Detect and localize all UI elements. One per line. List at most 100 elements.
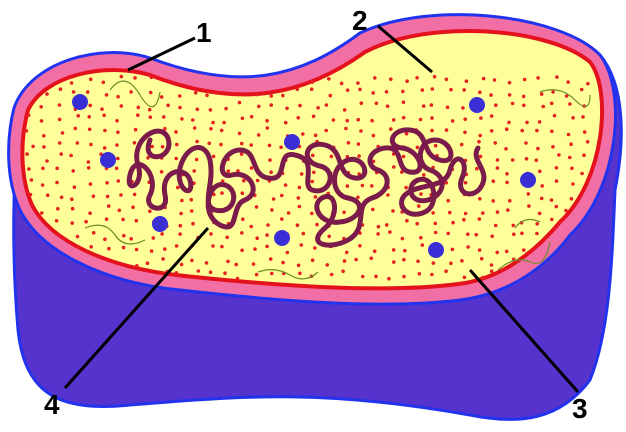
ribosome-dot xyxy=(482,77,486,81)
ribosome-dot xyxy=(451,221,455,225)
ribosome-dot xyxy=(160,95,164,99)
ribosome-dot xyxy=(45,159,49,163)
ribosome-dot xyxy=(284,183,288,187)
ribosome-dot xyxy=(209,108,213,112)
ribosome-dot xyxy=(39,105,43,109)
ribosome-dot xyxy=(570,197,574,201)
ribosome-dot xyxy=(536,76,540,80)
ribosome-dot xyxy=(209,270,213,274)
ribosome-dot xyxy=(493,141,497,145)
ribosome-dot xyxy=(550,130,554,134)
ribosome-dot xyxy=(84,220,88,224)
ribosome-dot xyxy=(137,106,141,110)
ribosome-dot xyxy=(490,114,494,118)
ribosome-dot xyxy=(581,115,585,119)
ribosome-dot xyxy=(160,232,164,236)
ribosome-dot xyxy=(296,223,300,227)
ribosome-dot xyxy=(522,248,526,252)
ribosome-dot xyxy=(272,197,276,201)
ribosome-dot xyxy=(133,141,137,145)
ribosome-dot xyxy=(371,91,375,95)
ribosome-dot xyxy=(220,191,224,195)
ribosome-dot xyxy=(87,115,91,119)
ribosome-dot xyxy=(55,219,59,223)
ribosome-dot xyxy=(445,78,449,82)
ribosome-dot xyxy=(133,76,137,80)
ribosome-dot xyxy=(25,129,29,133)
ribosome-dot xyxy=(416,146,420,150)
ribosome-dot xyxy=(25,152,29,156)
ribosome-dot xyxy=(175,143,179,147)
ribosome-dot xyxy=(402,100,406,104)
ribosome-dot xyxy=(131,205,135,209)
ribosome-dot xyxy=(389,77,393,81)
ribosome-dot xyxy=(550,102,554,106)
ribosome-dot xyxy=(568,102,572,106)
ribosome-dot xyxy=(100,107,104,111)
ribosome-dot xyxy=(494,103,498,107)
ribosome-dot xyxy=(361,184,365,188)
ribosome-dot xyxy=(419,118,423,122)
ribosome-dot xyxy=(175,271,179,275)
ribosome-dot xyxy=(477,140,481,144)
ribosome-dot xyxy=(87,160,91,164)
ribosome-dot xyxy=(285,107,289,111)
ribosome-dot xyxy=(257,133,261,137)
ribosome-dot xyxy=(508,199,512,203)
ribosome-dot xyxy=(195,140,199,144)
ribosome-dot xyxy=(478,248,482,252)
ribosome-dot xyxy=(421,88,425,92)
ribosome-dot xyxy=(225,236,229,240)
ribosome-dot xyxy=(242,179,246,183)
ribosome-dot xyxy=(300,243,304,247)
ribosome-dot xyxy=(120,104,124,108)
ribosome-dot xyxy=(46,194,50,198)
ribosome-dot xyxy=(180,117,184,121)
ribosome-dot xyxy=(121,218,125,222)
ribosome-dot xyxy=(345,251,349,255)
ribosome-dot xyxy=(346,88,350,92)
storage-granule xyxy=(72,94,88,110)
ribosome-dot xyxy=(451,248,455,252)
ribosome-dot xyxy=(496,166,500,170)
ribosome-dot xyxy=(196,108,200,112)
ribosome-dot xyxy=(392,118,396,122)
ribosome-dot xyxy=(451,119,455,123)
ribosome-dot xyxy=(117,179,121,183)
ribosome-dot xyxy=(115,119,119,123)
ribosome-dot xyxy=(541,105,545,109)
ribosome-dot xyxy=(505,181,509,185)
ribosome-dot xyxy=(405,132,409,136)
ribosome-dot xyxy=(508,81,512,85)
ribosome-dot xyxy=(583,130,587,134)
ribosome-dot xyxy=(103,146,107,150)
ribosome-dot xyxy=(253,247,257,251)
ribosome-dot xyxy=(343,259,347,263)
ribosome-dot xyxy=(240,152,244,156)
ribosome-dot xyxy=(209,232,213,236)
ribosome-dot xyxy=(89,245,93,249)
ribosome-dot xyxy=(568,156,572,160)
ribosome-dot xyxy=(266,126,270,130)
ribosome-dot xyxy=(490,129,494,133)
ribosome-dot xyxy=(525,121,529,125)
ribosome-dot xyxy=(105,93,109,97)
ribosome-dot xyxy=(148,209,152,213)
ribosome-dot xyxy=(241,191,245,195)
ribosome-dot xyxy=(88,128,92,132)
ribosome-dot xyxy=(557,153,561,157)
ribosome-dot xyxy=(478,134,482,138)
ribosome-dot xyxy=(255,236,259,240)
ribosome-dot xyxy=(491,199,495,203)
ribosome-dot xyxy=(392,248,396,252)
ribosome-dot xyxy=(344,127,348,131)
ribosome-dot xyxy=(119,193,123,197)
ribosome-dot xyxy=(492,179,496,183)
ribosome-dot xyxy=(220,129,224,133)
ribosome-dot xyxy=(569,142,573,146)
ribosome-dot xyxy=(373,76,377,80)
ribosome-dot xyxy=(520,232,524,236)
ribosome-dot xyxy=(27,113,31,117)
ribosome-dot xyxy=(194,91,198,95)
ribosome-dot xyxy=(150,76,154,80)
